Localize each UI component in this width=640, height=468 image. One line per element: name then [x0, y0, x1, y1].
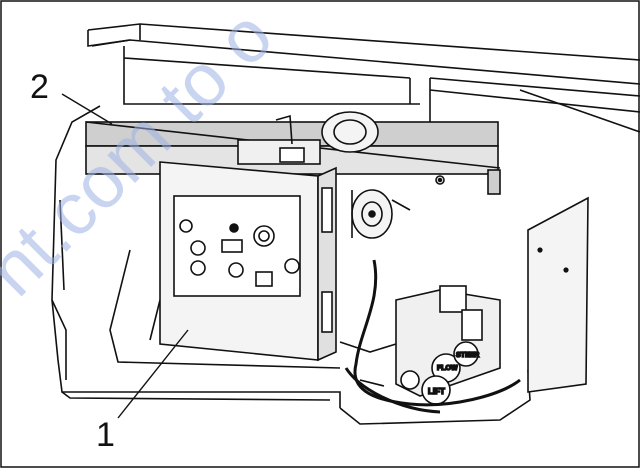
side-panel	[527, 196, 589, 393]
level-icon	[85, 121, 501, 195]
leader-line-2	[61, 93, 113, 125]
lift-valve-label: LIFT	[428, 387, 445, 396]
motor-icon	[275, 111, 411, 239]
callout-2: 2	[30, 68, 49, 106]
callout-1: 1	[96, 416, 115, 454]
hoses	[344, 259, 521, 414]
leader-lines	[61, 93, 189, 419]
flow-valve-label: FLOW	[437, 365, 458, 372]
steer-valve-label: STEER	[456, 352, 479, 359]
upper-frame	[87, 23, 640, 140]
control-panel-icon	[159, 161, 337, 362]
leader-line-1	[117, 329, 189, 419]
valve-block-icon: FLOW STEER LIFT	[339, 285, 501, 405]
housing	[51, 105, 531, 425]
